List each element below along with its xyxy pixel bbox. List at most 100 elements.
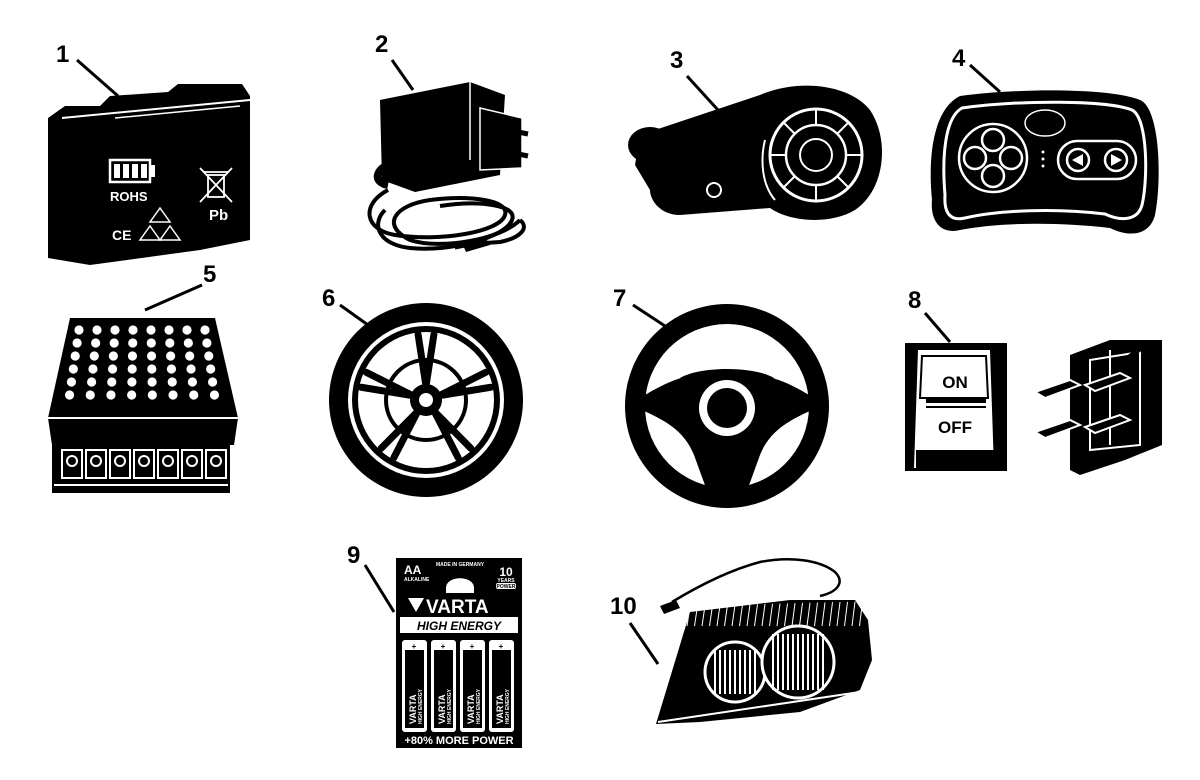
pack-years: 10 [499, 565, 513, 579]
steering-wheel-icon [625, 304, 829, 508]
lens-rib [844, 601, 848, 627]
vent-hole [146, 325, 156, 335]
vent-hole [127, 364, 137, 374]
leader-line-5 [144, 283, 203, 312]
vent-hole [165, 338, 175, 348]
vent-hole [183, 338, 193, 348]
vent-hole [127, 377, 137, 387]
terminal-screw [90, 455, 102, 467]
remote-part: 4 [930, 45, 1159, 234]
lens-rib [769, 603, 773, 627]
crossed-bin-icon [199, 167, 233, 203]
wheel-spoke [435, 383, 495, 400]
vent-hole [185, 351, 195, 361]
batteries-pack-part: 9 AA ALKALINE MADE IN GERMANY 10 YEARS P… [347, 542, 522, 748]
vent-hole [89, 351, 99, 361]
cell-line: HIGH ENERGY [418, 688, 424, 724]
lens-rib [754, 604, 758, 627]
cell-line: HIGH ENERGY [505, 688, 511, 724]
lens-rib [814, 602, 818, 627]
vent-hole [127, 351, 138, 361]
cell-brand: VARTA [495, 694, 505, 724]
screw-terminal [181, 449, 203, 479]
pack-line: HIGH ENERGY [417, 619, 502, 633]
vent-hole [146, 351, 157, 361]
headlight-icon [656, 558, 872, 724]
leader-line-10 [628, 622, 660, 665]
screw-terminal [157, 449, 179, 479]
lens-rib [829, 602, 833, 627]
pack-size: AA [404, 563, 422, 577]
control-module-icon [48, 318, 238, 493]
vent-hole [209, 390, 220, 400]
part-number-1: 1 [56, 41, 69, 68]
cell-plus: + [412, 642, 417, 651]
part-number-8: 8 [908, 287, 921, 314]
part-number-3: 3 [670, 47, 683, 74]
rohs-label: ROHS [110, 189, 148, 204]
vent-hole [189, 390, 199, 400]
vent-hole [202, 338, 212, 348]
wheel-spoke [430, 407, 462, 462]
vent-hole [146, 338, 156, 348]
pack-type: ALKALINE [404, 577, 430, 583]
pack-power-badge: POWER [497, 584, 516, 590]
wheel-spoke [377, 407, 422, 452]
lens-rib [701, 605, 706, 627]
part-number-6: 6 [322, 285, 335, 312]
vent-hole [168, 390, 178, 400]
cell-brand: VARTA [466, 694, 476, 724]
pack-promo: +80% MORE POWER [404, 735, 513, 747]
cell-brand: VARTA [408, 694, 418, 724]
vent-hole [107, 364, 118, 374]
leader-line-2 [390, 59, 415, 91]
switch-back-icon [1032, 340, 1162, 475]
lens-rib [784, 603, 788, 627]
recycle-icon [138, 206, 182, 241]
lens-rib [821, 602, 826, 627]
vent-hole [147, 377, 157, 387]
vent-hole [87, 377, 97, 387]
leader-line-3 [685, 74, 720, 112]
vent-hole [207, 377, 218, 387]
lens-rib [686, 605, 691, 627]
rocker-switch-part: 8 ON OFF [905, 287, 1162, 475]
on-label: ON [942, 373, 968, 392]
screw-terminal [61, 449, 83, 479]
vent-hole [68, 364, 78, 374]
lens-rib [859, 601, 863, 627]
off-label: OFF [938, 418, 972, 437]
vent-hole [167, 377, 177, 387]
vent-hole [106, 390, 116, 400]
charger-part: 2 [367, 31, 529, 252]
cell-plus: + [470, 642, 475, 651]
motor-part: 3 [628, 47, 882, 220]
vent-hole [108, 351, 118, 361]
vent-hole [166, 364, 177, 374]
lens-rib [694, 605, 698, 627]
vent-hole [128, 325, 138, 335]
lens-rib [716, 605, 721, 627]
leader-line-4 [968, 63, 1002, 94]
vent-hole [128, 338, 138, 348]
lens-rib [761, 603, 766, 627]
vent-hole [70, 351, 80, 361]
cell-plus: + [441, 642, 446, 651]
battery-part: 1 ROHS CE [48, 41, 251, 265]
vent-hole [74, 325, 84, 335]
part-number-4: 4 [952, 45, 966, 72]
switch-front-icon: ON OFF [905, 343, 1007, 471]
leader-line-1 [76, 58, 119, 98]
vent-hole [127, 390, 137, 400]
lens-rib [709, 605, 713, 627]
control-module-part: 5 [48, 261, 238, 493]
part-number-5: 5 [203, 261, 216, 288]
lens-rib [731, 604, 736, 627]
terminal-screw [186, 455, 198, 467]
screw-terminal [133, 449, 155, 479]
pb-label: Pb [209, 207, 228, 224]
vent-hole [206, 364, 216, 374]
vent-hole [147, 364, 157, 374]
lens-rib [851, 601, 856, 627]
part-number-10: 10 [610, 593, 637, 620]
